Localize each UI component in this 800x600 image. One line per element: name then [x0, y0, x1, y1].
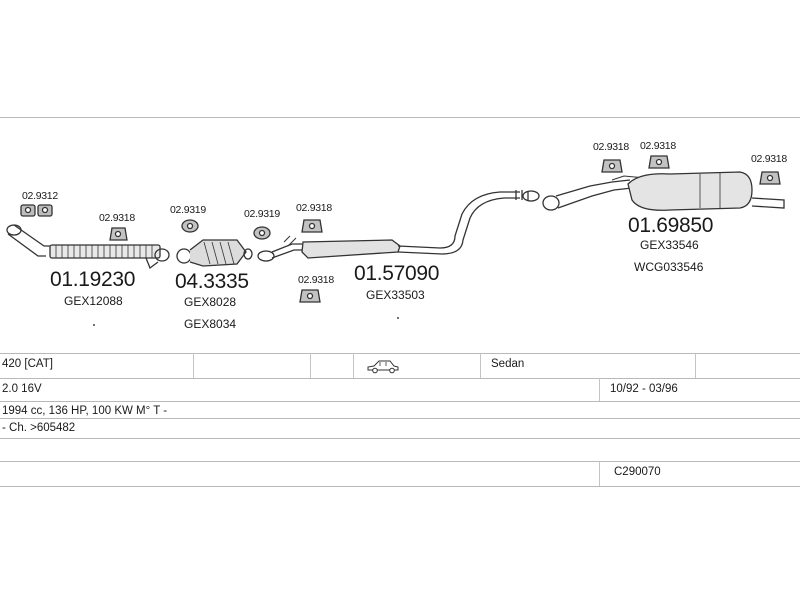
part-ref-catalyst-2: GEX8034: [184, 317, 237, 331]
mount-code[interactable]: 02.9318: [640, 140, 676, 152]
mount-code[interactable]: 02.9318: [751, 153, 787, 165]
front-pipe-01-19230[interactable]: [6, 224, 170, 270]
vehicle-chassis: - Ch. >605482: [2, 422, 76, 434]
middle-silencer-01-57090[interactable]: [257, 190, 540, 262]
part-code-middle-silencer[interactable]: 01.57090: [354, 262, 440, 285]
mount-code[interactable]: 02.9318: [298, 274, 334, 286]
mount-code[interactable]: 02.9318: [296, 202, 332, 214]
mount-code[interactable]: 02.9318: [593, 141, 629, 153]
mount-02-9318-b[interactable]: [301, 219, 323, 233]
mount-02-9319-a[interactable]: [181, 219, 199, 233]
catalytic-converter-04-3335[interactable]: [176, 239, 253, 267]
vehicle-model: 420 [CAT]: [2, 358, 53, 370]
part-ref-middle-silencer: GEX33503: [366, 288, 425, 302]
mount-02-9318-a[interactable]: [109, 227, 128, 241]
vehicle-years: 10/92 - 03/96: [610, 383, 678, 395]
part-ref-rear-silencer-1: GEX33546: [640, 238, 699, 252]
rear-silencer-01-69850[interactable]: [542, 171, 785, 211]
catalog-code: C290070: [614, 466, 661, 478]
mount-02-9318-c[interactable]: [299, 289, 321, 303]
mount-code[interactable]: 02.9319: [170, 204, 206, 216]
mount-02-9319-b[interactable]: [253, 226, 271, 240]
diagram-top-border: [0, 117, 800, 118]
mount-code[interactable]: 02.9312: [22, 190, 58, 202]
part-code-catalyst[interactable]: 04.3335: [175, 270, 249, 293]
part-ref-rear-silencer-2: WCG033546: [634, 260, 704, 274]
part-ref-catalyst-1: GEX8028: [184, 295, 237, 309]
mount-code[interactable]: 02.9318: [99, 212, 135, 224]
sedan-car-icon: [367, 360, 399, 374]
mount-02-9312-a[interactable]: [20, 204, 53, 217]
dot-marker: [397, 317, 399, 319]
vehicle-body-type: Sedan: [491, 358, 525, 370]
part-code-rear-silencer[interactable]: 01.69850: [628, 214, 714, 237]
part-ref-front-pipe: GEX12088: [64, 294, 123, 308]
mount-02-9318-f[interactable]: [759, 171, 781, 185]
dot-marker: [93, 324, 95, 326]
part-code-front-pipe[interactable]: 01.19230: [50, 268, 136, 291]
mount-code[interactable]: 02.9319: [244, 208, 280, 220]
mount-02-9318-e[interactable]: [648, 155, 670, 169]
vehicle-specs: 1994 cc, 136 HP, 100 KW M° T -: [2, 405, 168, 417]
mount-02-9318-d[interactable]: [601, 159, 623, 173]
exhaust-diagram: [6, 155, 785, 326]
vehicle-engine: 2.0 16V: [2, 383, 42, 395]
